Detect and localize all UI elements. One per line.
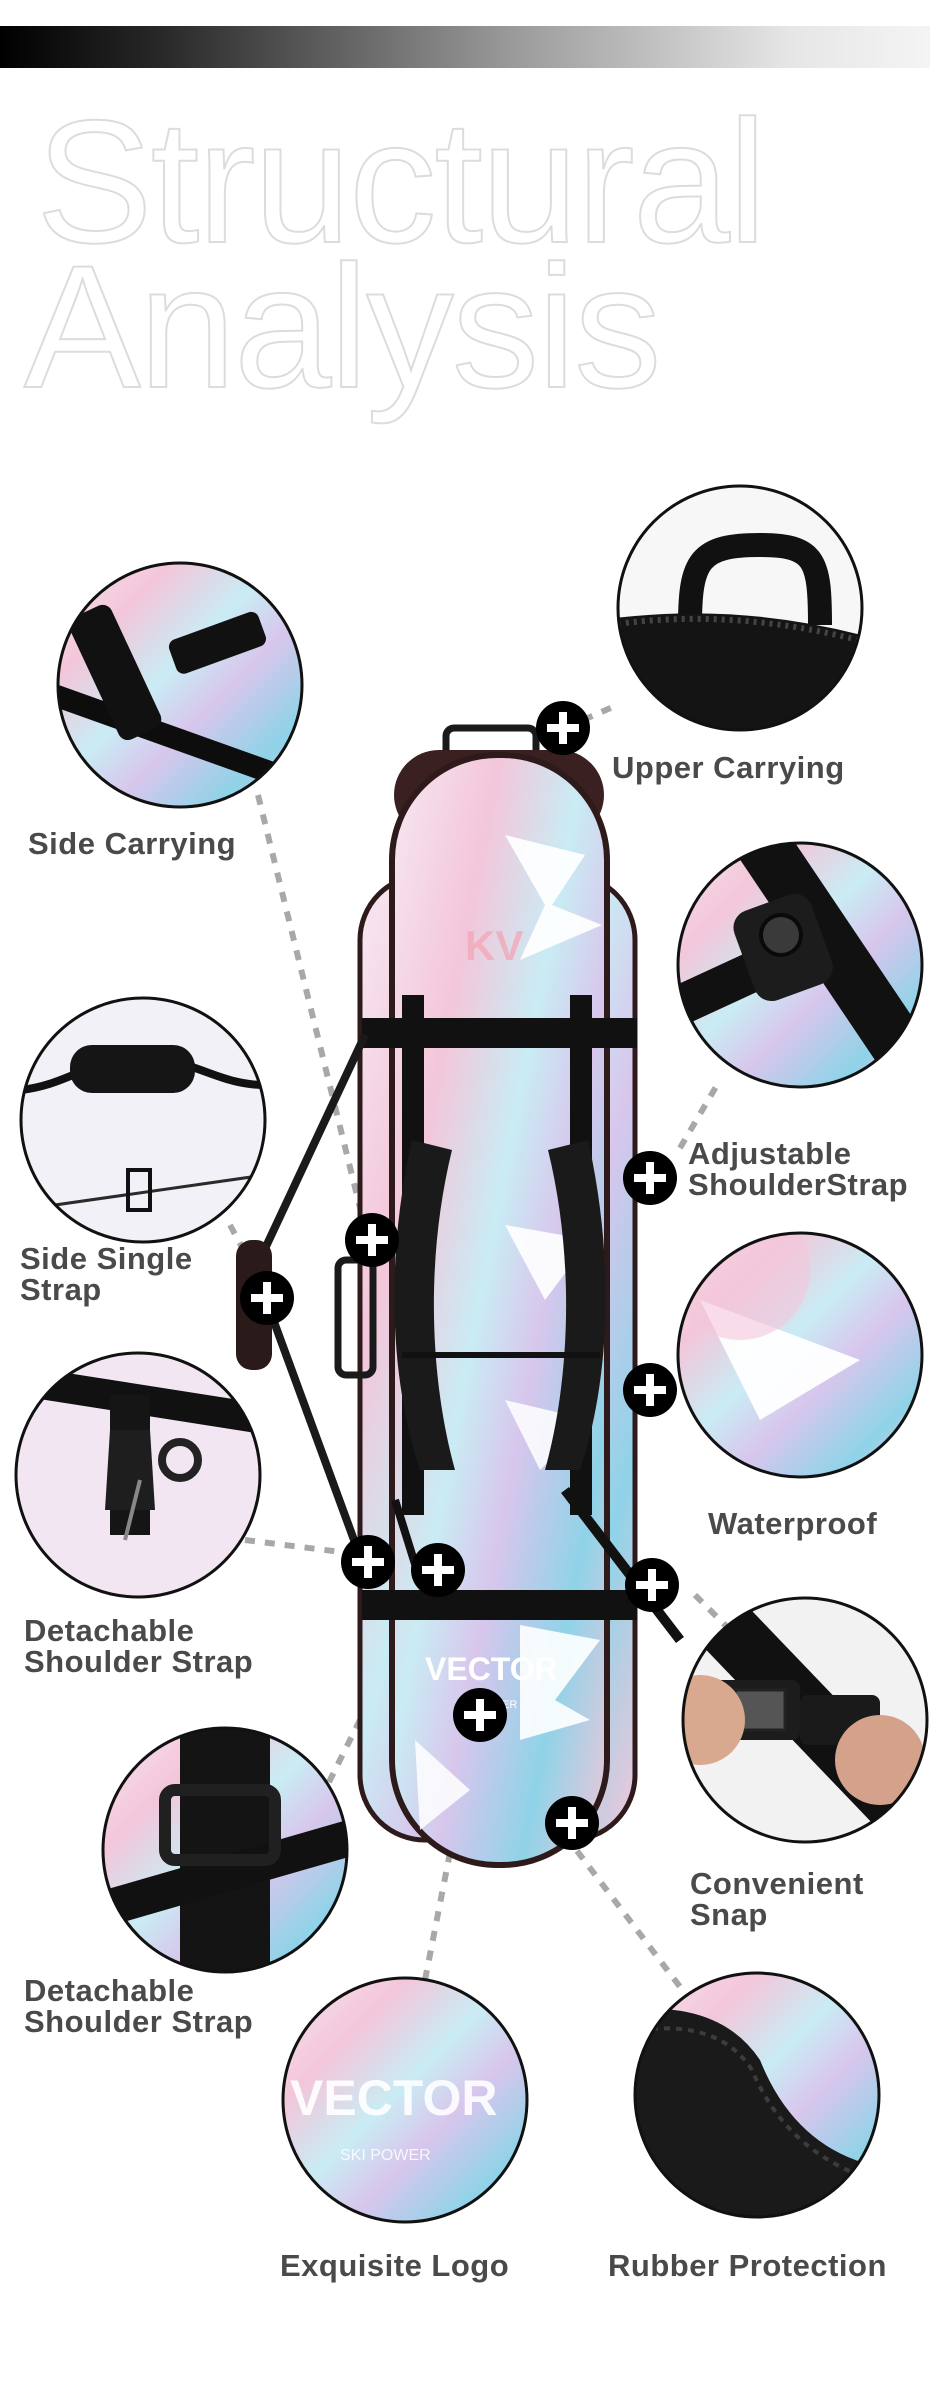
plus-markers: [240, 701, 679, 1850]
detail-convenient-snap: [681, 1596, 929, 1844]
detail-adjustable-shoulder-strap: [676, 841, 924, 1089]
detail-waterproof: [676, 1231, 924, 1479]
detail-rubber-protection: [633, 1971, 881, 2219]
detail-detachable-shoulder-strap-1: [14, 1351, 262, 1599]
plus-marker-adjustable-strap: [623, 1151, 677, 1205]
plus-marker-upper-carrying: [536, 701, 590, 755]
plus-marker-detachable-strap-2: [411, 1543, 465, 1597]
detail-side-carrying: [56, 561, 304, 809]
label-detachable-shoulder-strap-1: Detachable Shoulder Strap: [24, 1613, 254, 1679]
plus-marker-rubber-protection: [545, 1796, 599, 1850]
detail-side-single-strap: [19, 996, 267, 1244]
label-convenient-snap: Convenient Snap: [690, 1866, 864, 1932]
plus-marker-side-carrying: [345, 1213, 399, 1267]
label-side-single-strap: Side Single Strap: [20, 1241, 193, 1307]
plus-marker-exquisite-logo: [453, 1688, 507, 1742]
plus-marker-waterproof: [623, 1363, 677, 1417]
bag-brand-text: VECTOR: [425, 1651, 558, 1687]
label-waterproof: Waterproof: [708, 1506, 878, 1541]
label-side-carrying: Side Carrying: [28, 826, 237, 861]
detail-upper-carrying: [616, 484, 864, 732]
bag-logo-mark: KV: [465, 922, 523, 969]
logo-closeup-text: VECTOR: [290, 2070, 497, 2126]
label-upper-carrying: Upper Carrying: [612, 750, 845, 785]
detail-detachable-shoulder-strap-2: [101, 1726, 349, 1974]
plus-marker-side-single-strap: [240, 1271, 294, 1325]
plus-marker-detachable-strap-1: [341, 1535, 395, 1589]
snowboard-bag: KV VECTOR SKI POWER: [236, 724, 684, 1868]
logo-closeup-subtext: SKI POWER: [340, 2147, 431, 2164]
label-exquisite-logo: Exquisite Logo: [280, 2248, 510, 2283]
detail-exquisite-logo: VECTOR SKI POWER: [281, 1976, 529, 2224]
label-rubber-protection: Rubber Protection: [608, 2248, 887, 2283]
top-gradient-bar: [0, 26, 930, 68]
label-adjustable-shoulder-strap: Adjustable ShoulderStrap: [688, 1136, 909, 1202]
label-detachable-shoulder-strap-2: Detachable Shoulder Strap: [24, 1973, 254, 2039]
headline-line-1: Structural: [35, 85, 768, 280]
headline-line-2: Analysis: [23, 230, 663, 425]
plus-marker-convenient-snap: [625, 1558, 679, 1612]
